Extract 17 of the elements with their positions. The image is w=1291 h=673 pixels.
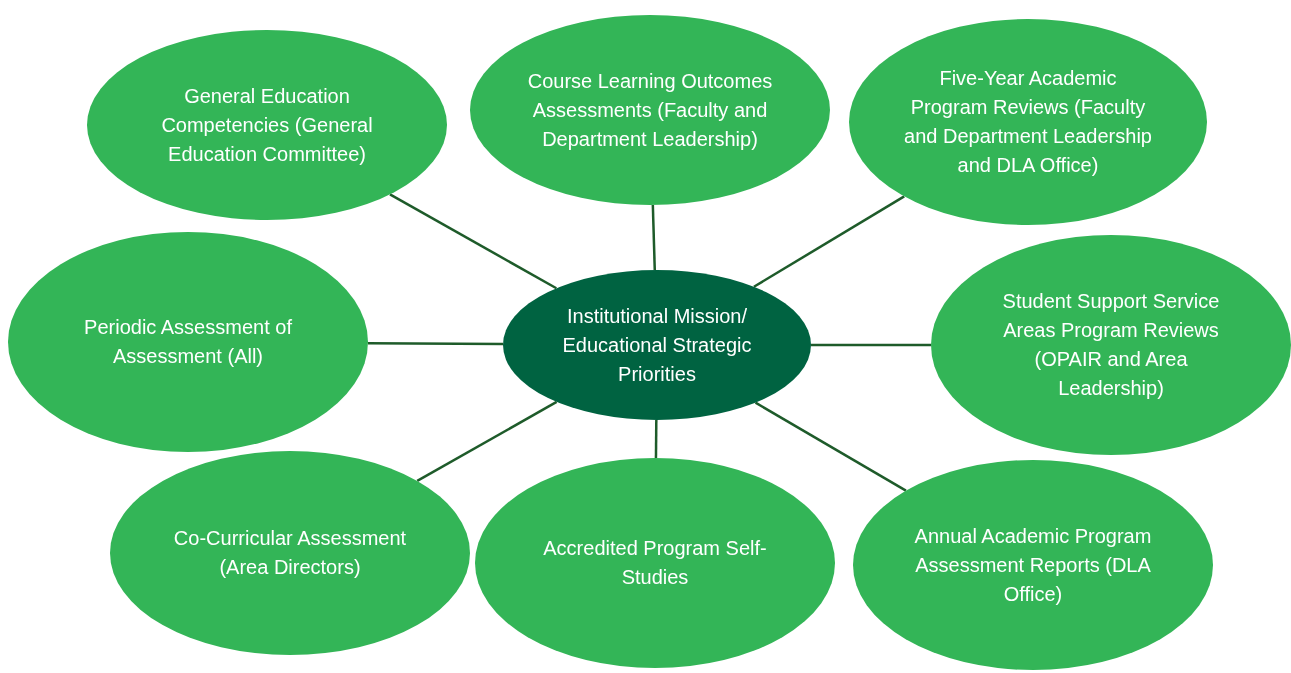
ellipse-text: Five-Year Academic Program Reviews (Faculty and Department Leadership and DLA Office) [903, 66, 1153, 178]
connector-line [651, 204, 656, 271]
ellipse-text: Accredited Program Self-Studies [542, 536, 768, 590]
ellipse-text: Course Learning Outcomes Assessments (Faculty and Department Leadership) [526, 68, 774, 152]
connector-line [389, 193, 557, 290]
ellipse-text: Periodic Assessment of Assessment (All) [83, 315, 293, 369]
connector-line [754, 401, 907, 492]
connector-line [368, 341, 503, 346]
ellipse-text: General Education Competencies (General Education Committee) [160, 83, 374, 167]
ellipse-text: Annual Academic Program Assessment Reports (DLA Office) [913, 523, 1153, 607]
ellipse-text: Institutional Mission/ Educational Strategic Priorities [561, 303, 753, 387]
ellipse-text: Co-Curricular Assessment (Area Directors) [172, 526, 408, 580]
ellipse-text: Student Support Service Areas Program Reviews (OPAIR and Area Leadership) [1001, 289, 1221, 401]
connector-line [654, 420, 658, 458]
connector-line [416, 400, 558, 482]
connector-line [811, 343, 931, 347]
connector-line [753, 195, 905, 288]
